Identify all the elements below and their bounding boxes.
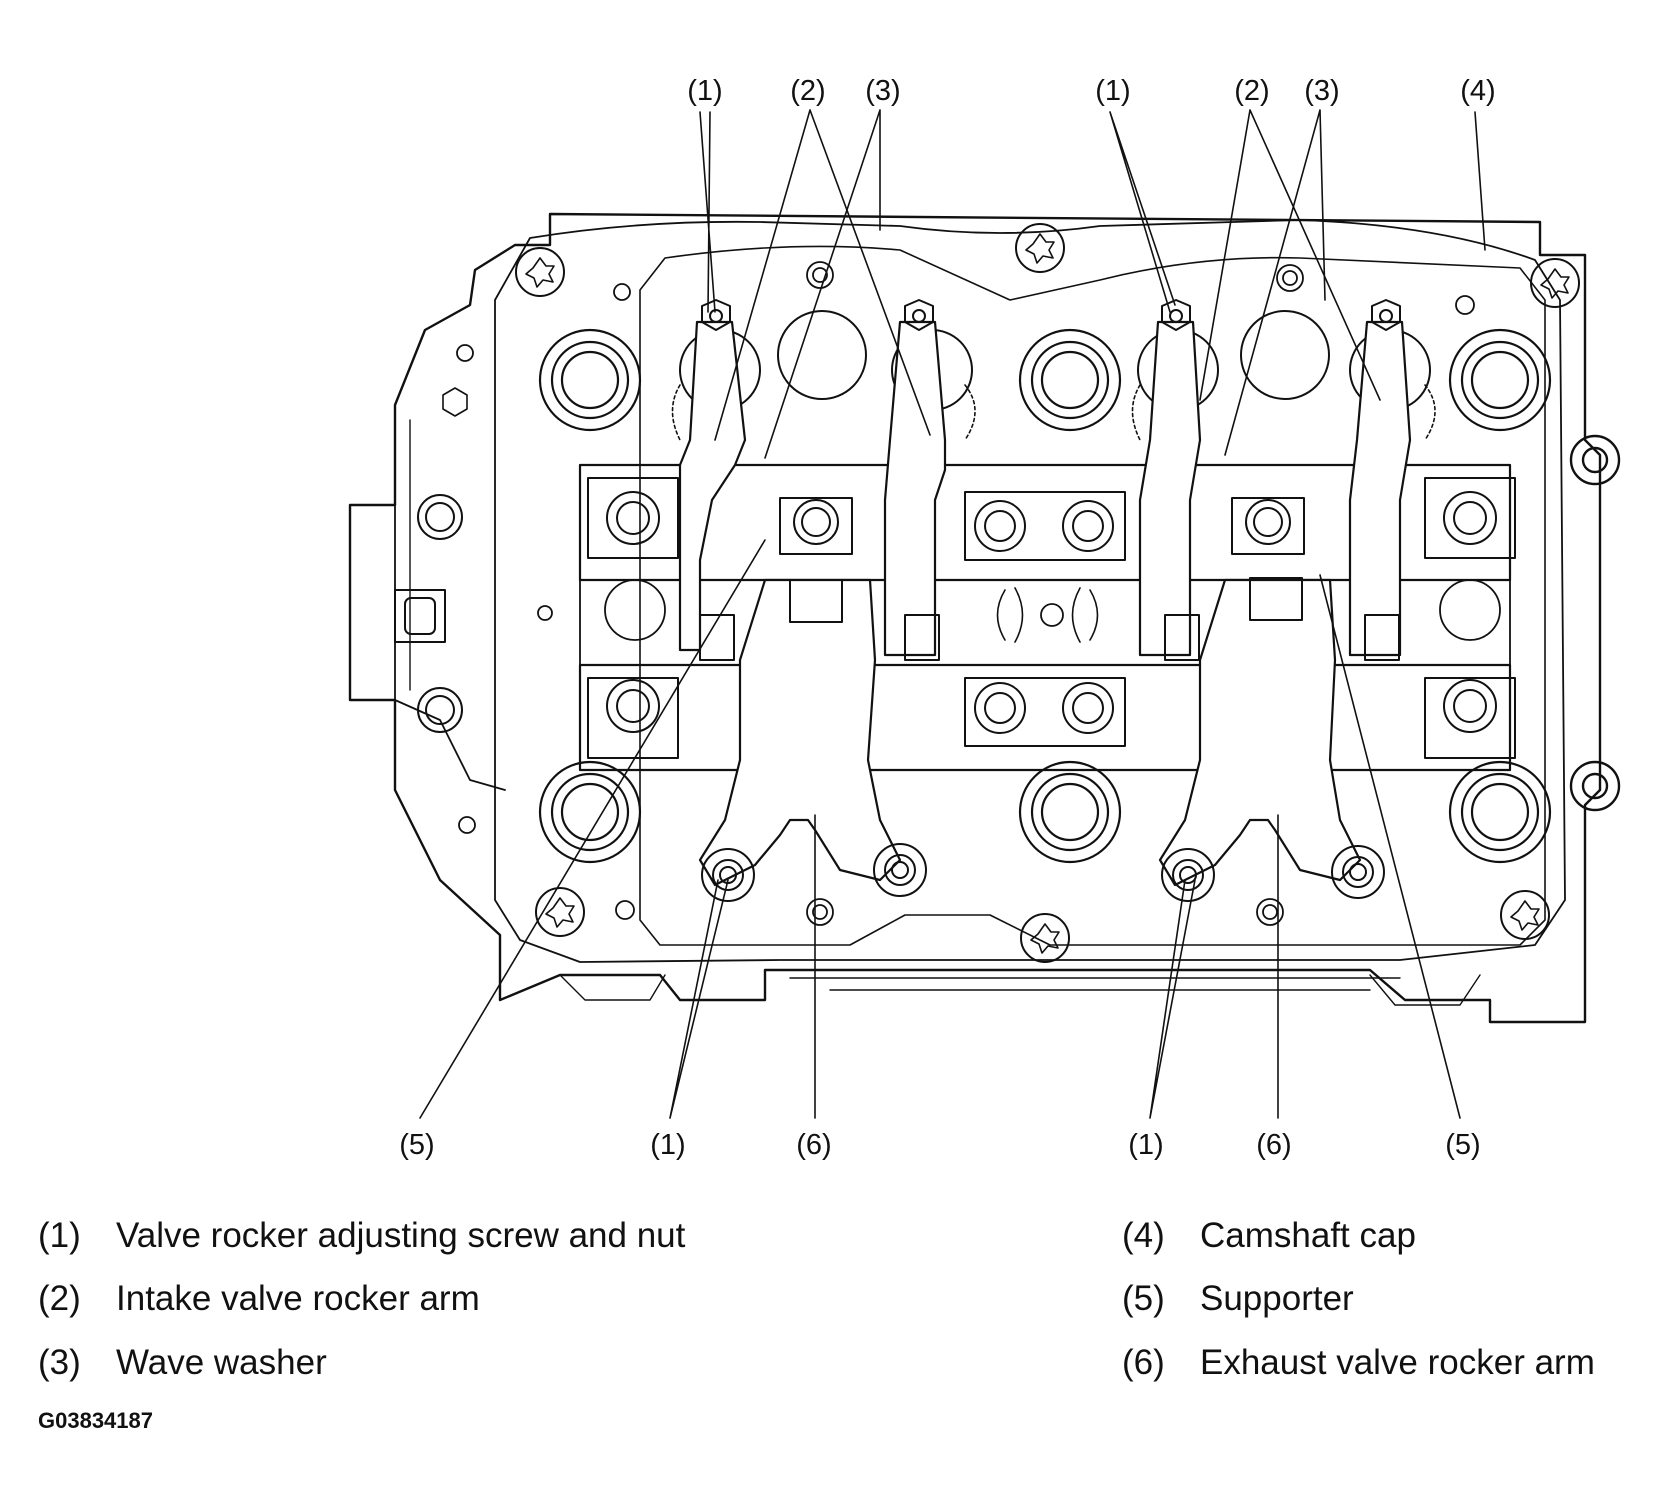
legend-number: (2) xyxy=(38,1279,81,1318)
legend-number: (3) xyxy=(38,1343,81,1382)
callout-top-6: (3) xyxy=(1304,75,1339,107)
legend-number: (4) xyxy=(1122,1216,1165,1255)
figure-id: G03834187 xyxy=(38,1408,153,1433)
valve-spring-openings xyxy=(671,310,1436,441)
legend-item-1: (1) Valve rocker adjusting screw and nut xyxy=(38,1218,685,1253)
legend-number: (1) xyxy=(38,1216,81,1255)
leader-lines xyxy=(419,109,1486,1119)
legend-item-6: (6) Exhaust valve rocker arm xyxy=(1122,1345,1595,1380)
right-ear-upper xyxy=(1569,434,1621,486)
legend-item-2: (2) Intake valve rocker arm xyxy=(38,1281,480,1316)
legend-text: Supporter xyxy=(1200,1279,1354,1318)
legend-item-4: (4) Camshaft cap xyxy=(1122,1218,1416,1253)
legend-text: Exhaust valve rocker arm xyxy=(1200,1343,1595,1382)
lower-supporter-bar xyxy=(578,663,1512,772)
exhaust-valve-rocker-arms xyxy=(698,578,1362,887)
callout-bottom-1: (5) xyxy=(399,1129,434,1161)
callout-bottom-6: (5) xyxy=(1445,1129,1480,1161)
callout-bottom-3: (6) xyxy=(796,1129,831,1161)
legend-number: (6) xyxy=(1122,1343,1165,1382)
intake-valve-rocker-arms xyxy=(678,320,1412,657)
upper-supporter-bar xyxy=(578,463,1512,582)
flange-bolts xyxy=(394,387,468,733)
callout-top-3: (3) xyxy=(865,75,900,107)
callout-top-4: (1) xyxy=(1095,75,1130,107)
spark-plug-wells xyxy=(538,328,1552,864)
legend-text: Wave washer xyxy=(116,1343,327,1382)
legend-item-3: (3) Wave washer xyxy=(38,1345,327,1380)
callout-bottom-5: (6) xyxy=(1256,1129,1291,1161)
cylinder-head-outline xyxy=(348,212,1602,1024)
bottom-callouts: (5) (1) (6) (1) (6) (5) xyxy=(399,1129,1480,1161)
legend-text: Valve rocker adjusting screw and nut xyxy=(116,1216,686,1255)
top-callouts: (1) (2) (3) (1) (2) (3) (4) xyxy=(687,75,1495,107)
callout-top-7: (4) xyxy=(1460,75,1495,107)
callout-top-1: (1) xyxy=(687,75,722,107)
legend-number: (5) xyxy=(1122,1279,1165,1318)
callout-top-5: (2) xyxy=(1234,75,1269,107)
exhaust-rocker-adjusting-screws xyxy=(701,843,1385,902)
exhaust-rocker-pads xyxy=(789,577,1303,623)
legend-item-5: (5) Supporter xyxy=(1122,1281,1354,1316)
intake-rocker-adjusting-screws xyxy=(701,299,1401,331)
torx-bolts xyxy=(515,223,1580,963)
legend-text: Camshaft cap xyxy=(1200,1216,1416,1255)
callout-top-2: (2) xyxy=(790,75,825,107)
callout-bottom-4: (1) xyxy=(1128,1129,1163,1161)
right-ear-lower xyxy=(1569,760,1621,812)
legend-text: Intake valve rocker arm xyxy=(116,1279,480,1318)
rocker-pads xyxy=(699,614,1400,661)
small-holes xyxy=(456,261,1501,926)
supporter-bolts xyxy=(587,477,1516,759)
callout-bottom-2: (1) xyxy=(650,1129,685,1161)
